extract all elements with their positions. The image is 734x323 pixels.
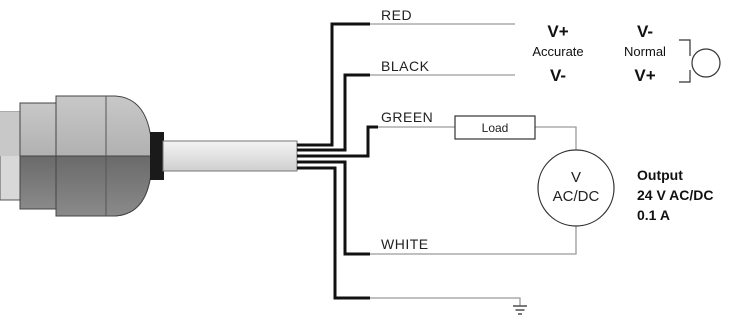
sensor-connector bbox=[0, 95, 164, 217]
accurate-label: Accurate bbox=[532, 44, 583, 59]
label-black: BLACK bbox=[381, 58, 430, 74]
label-white: WHITE bbox=[381, 236, 429, 252]
normal-label: Normal bbox=[624, 44, 666, 59]
normal-top: V- bbox=[637, 22, 653, 41]
wire-ground bbox=[297, 166, 370, 300]
output-current: 0.1 A bbox=[637, 207, 670, 223]
wire-green bbox=[297, 125, 378, 158]
ground-icon bbox=[513, 305, 527, 315]
load-box bbox=[454, 115, 536, 140]
accurate-bottom: V- bbox=[550, 66, 566, 85]
meter-icon bbox=[537, 149, 615, 227]
output-title: Output bbox=[637, 167, 683, 183]
label-red: RED bbox=[381, 7, 412, 23]
supply-symbol bbox=[679, 39, 721, 83]
output-voltage: 24 V AC/DC bbox=[637, 187, 714, 203]
cable bbox=[162, 140, 298, 172]
wire-red bbox=[297, 22, 370, 147]
load-label: Load bbox=[482, 121, 509, 135]
wire-bundle bbox=[297, 22, 378, 300]
load-to-meter-line bbox=[535, 126, 577, 150]
meter-label-v: V bbox=[571, 169, 581, 186]
meter-label-acdc: AC/DC bbox=[553, 188, 600, 205]
wire-white bbox=[297, 160, 370, 256]
accurate-top: V+ bbox=[547, 22, 568, 41]
supply-circle-icon bbox=[691, 48, 721, 78]
label-green: GREEN bbox=[381, 109, 433, 125]
meter-to-white-line bbox=[370, 226, 577, 255]
normal-bottom: V+ bbox=[634, 66, 655, 85]
wire-black bbox=[297, 73, 370, 152]
ground-line bbox=[370, 297, 521, 306]
